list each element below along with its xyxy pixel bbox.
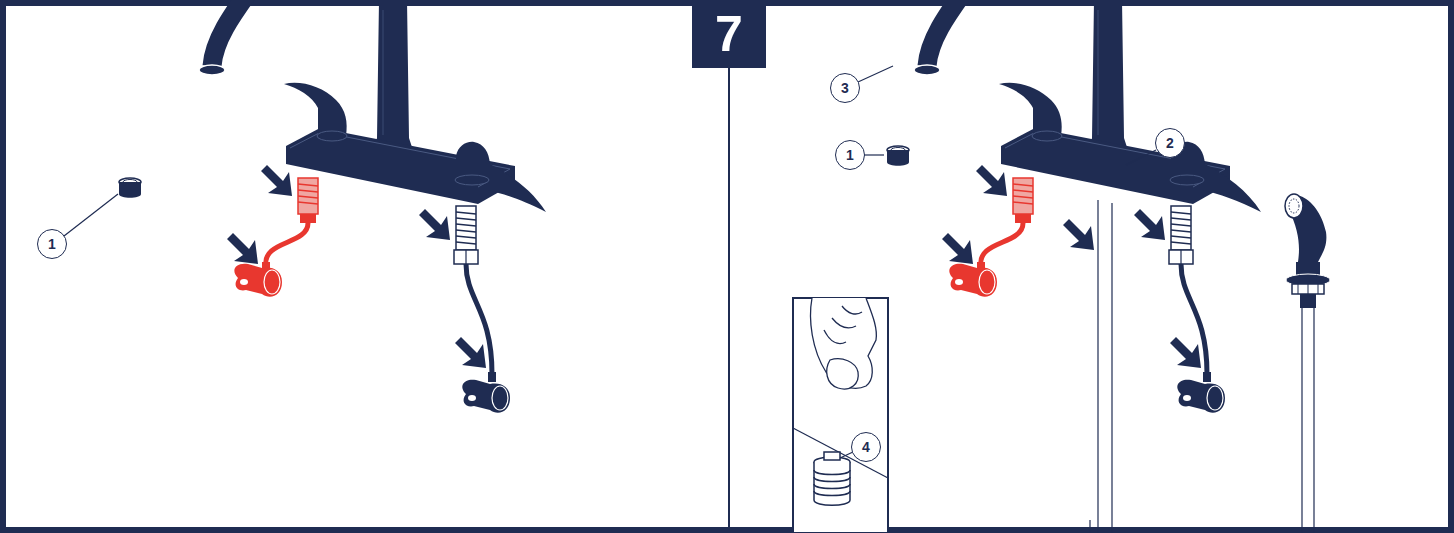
- callout-number: 1: [37, 229, 67, 259]
- callout-number: 3: [830, 73, 860, 103]
- callout-number: 1: [835, 140, 865, 170]
- callout-number: 4: [851, 432, 881, 462]
- step-number: 7: [715, 5, 743, 63]
- callout-number: 2: [1155, 128, 1185, 158]
- step-number-box: 7: [692, 0, 766, 68]
